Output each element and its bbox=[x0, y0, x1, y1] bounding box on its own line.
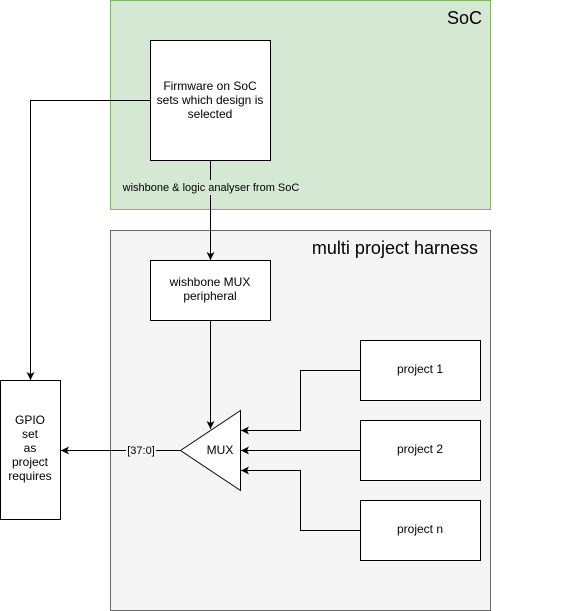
edge-mux-to-gpio: [37:0] bbox=[61, 444, 180, 457]
project-n-node: project n bbox=[360, 500, 481, 561]
gpio-line-4: project bbox=[12, 455, 49, 469]
harness-title: multi project harness bbox=[312, 238, 478, 258]
firmware-node: Firmware on SoC sets which design is sel… bbox=[150, 40, 271, 161]
mux-label: MUX bbox=[207, 443, 234, 457]
edge-project-n-to-mux bbox=[241, 466, 360, 531]
edge-firmware-to-wishbone: wishbone & logic analyser from SoC bbox=[121, 160, 301, 260]
bus-width-label: [37:0] bbox=[127, 445, 155, 457]
firmware-line-2: sets which design is bbox=[157, 93, 264, 107]
firmware-line-3: selected bbox=[188, 107, 233, 121]
wishbone-edge-label: wishbone & logic analyser from SoC bbox=[122, 182, 300, 194]
firmware-line-1: Firmware on SoC bbox=[163, 79, 257, 93]
project-n-label: project n bbox=[397, 522, 443, 536]
wishbone-mux-node: wishbone MUX peripheral bbox=[150, 260, 271, 321]
wishbone-mux-line-1: wishbone MUX bbox=[169, 275, 251, 289]
gpio-line-5: requires bbox=[8, 469, 51, 483]
edge-project-1-to-mux bbox=[241, 370, 360, 435]
project-1-label: project 1 bbox=[397, 362, 443, 376]
mux-node: MUX bbox=[179, 409, 241, 492]
gpio-node: GPIO set as project requires bbox=[0, 380, 61, 520]
project-2-label: project 2 bbox=[397, 442, 443, 456]
edge-firmware-to-gpio bbox=[26, 100, 150, 380]
wishbone-mux-line-2: peripheral bbox=[183, 289, 236, 303]
project-1-node: project 1 bbox=[360, 340, 481, 401]
gpio-line-3: as bbox=[24, 441, 37, 455]
gpio-line-2: set bbox=[22, 427, 39, 441]
gpio-line-1: GPIO bbox=[15, 413, 45, 427]
project-2-node: project 2 bbox=[360, 420, 481, 481]
soc-title: SoC bbox=[447, 8, 482, 28]
